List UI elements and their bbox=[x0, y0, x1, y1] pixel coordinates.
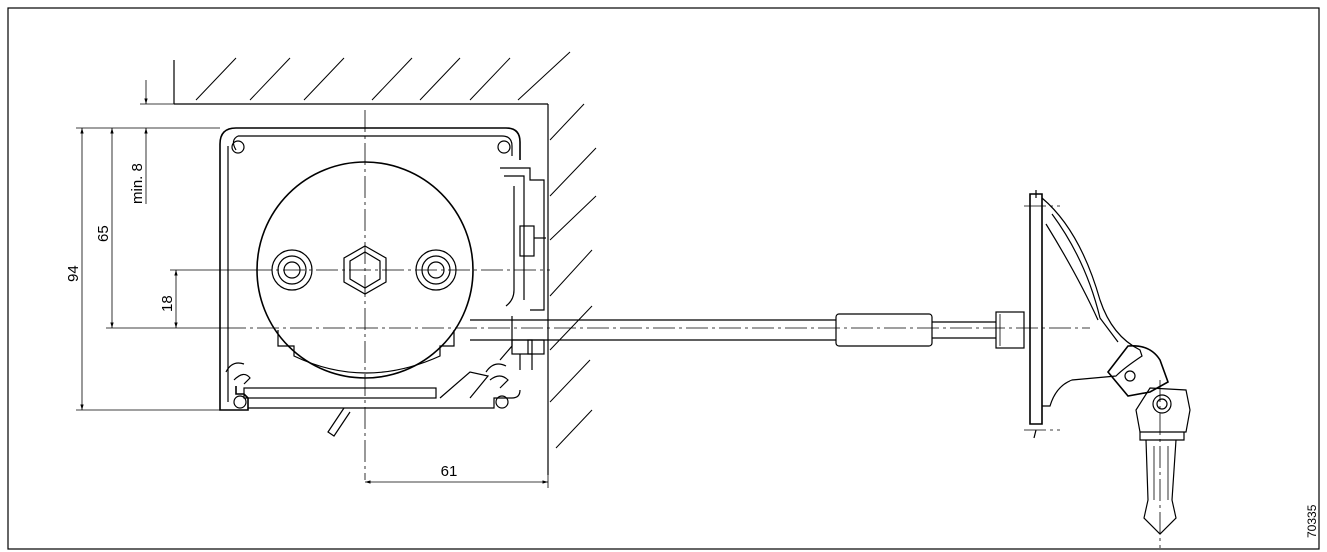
housing-profile bbox=[219, 127, 546, 437]
shaft bbox=[470, 311, 1025, 349]
drawing-number: 70335 bbox=[1305, 504, 1319, 538]
drawing-frame bbox=[7, 7, 1320, 550]
ceiling-wall bbox=[173, 51, 571, 105]
dimension-shaft-to-wall: 61 bbox=[365, 454, 549, 488]
dimension-shaft-offset: 18 bbox=[159, 269, 250, 328]
dimension-shaft-to-wall-label: 61 bbox=[441, 463, 458, 480]
dimension-min-gap: min. 8 bbox=[129, 80, 220, 204]
center-lines bbox=[224, 110, 1161, 548]
dimension-shaft-offset-label: 18 bbox=[159, 295, 176, 312]
dimension-center-height-label: 65 bbox=[95, 225, 112, 242]
dimension-total-height: 94 bbox=[65, 127, 220, 411]
side-wall bbox=[547, 103, 597, 475]
crank-handle bbox=[1029, 190, 1191, 535]
dimension-total-height-label: 94 bbox=[65, 265, 82, 282]
dimension-min-gap-label: min. 8 bbox=[129, 163, 146, 204]
dimension-center-height: 65 bbox=[95, 128, 224, 329]
